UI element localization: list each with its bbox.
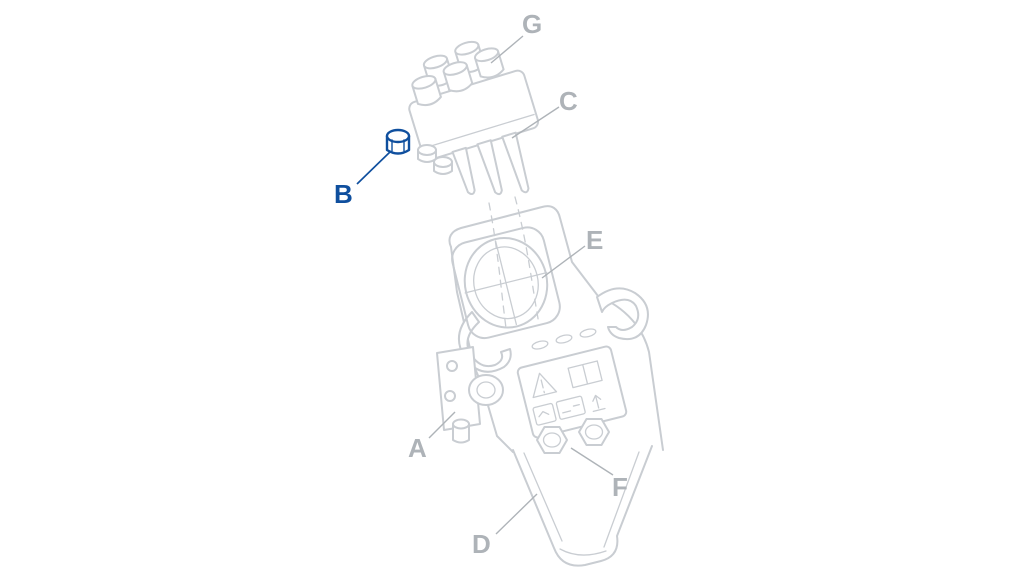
arrow-up-icon [592, 394, 606, 413]
knob [468, 374, 504, 406]
leader-f [570, 447, 614, 476]
label-a: A [408, 433, 427, 463]
label-f: F [612, 472, 628, 502]
label-d: D [472, 529, 491, 559]
leader-d [495, 493, 538, 535]
valve-block-assembly [408, 40, 540, 196]
hex-nuts-f [536, 418, 610, 454]
pivot-pin [452, 418, 470, 444]
label-b: B [334, 179, 353, 209]
leader-e [541, 245, 586, 279]
small-nuts [417, 144, 453, 175]
manual-book-icon [567, 360, 603, 389]
mount-bracket-a [436, 346, 504, 444]
leader-b [356, 150, 392, 185]
label-c: C [559, 86, 578, 116]
warning-triangle-icon [532, 372, 558, 399]
connector-pins-c [451, 131, 530, 196]
warning-label-plate [516, 345, 628, 439]
cap-nuts-front [411, 47, 505, 107]
leader-lines [356, 35, 614, 535]
part-b-nut-highlight [385, 128, 411, 155]
mount-holes [531, 328, 597, 350]
label-g: G [522, 9, 542, 39]
part-labels: G C B E A F D [334, 9, 628, 559]
label-e: E [586, 225, 603, 255]
lever-handle-d [512, 445, 653, 567]
leader-g [490, 35, 524, 64]
leader-c [511, 106, 560, 139]
pictogram-box-1 [532, 402, 557, 426]
pictogram-box-2 [555, 395, 586, 420]
leader-a [428, 411, 456, 439]
hook-right [596, 287, 649, 341]
